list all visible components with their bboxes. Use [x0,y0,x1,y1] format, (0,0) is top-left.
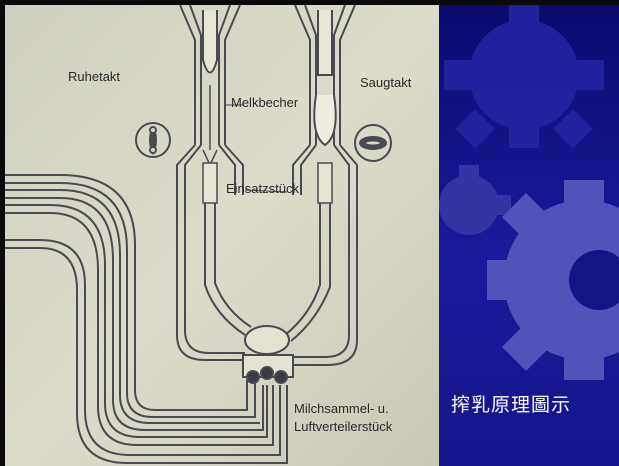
label-melkbecher: Melkbecher [231,95,299,110]
gear-large-hub [569,250,619,310]
label-sammelstueck-line1: Milchsammel- u. [294,401,389,416]
teat-cup-right [292,5,358,195]
decorative-side-panel [439,5,619,466]
gear-large-icon [487,180,619,380]
long-milk-tubes [5,174,288,464]
claw-collector [242,325,294,384]
label-sammelstueck-line2: Luftverteilerstück [294,419,393,434]
gear-top-icon [444,5,604,149]
slide-caption: 搾乳原理圖示 [451,394,572,416]
label-saugtakt: Saugtakt [360,75,412,90]
label-ruhetakt: Ruhetakt [68,69,121,84]
short-milk-tubes [176,195,358,366]
insert-left [202,162,218,204]
gear-decoration [439,5,619,380]
gear-middle-icon [439,165,511,235]
milking-machine-diagram [5,5,439,466]
label-leader-lines [225,104,288,193]
milking-diagram-photo: Ruhetakt Saugtakt Melkbecher Einsatzstüc… [5,5,439,466]
saugtakt-icon [354,124,392,162]
teat-cup-left [176,5,244,195]
insert-right [317,162,333,204]
ruhetakt-icon [135,122,171,158]
label-einsatzstueck: Einsatzstück [226,181,299,196]
